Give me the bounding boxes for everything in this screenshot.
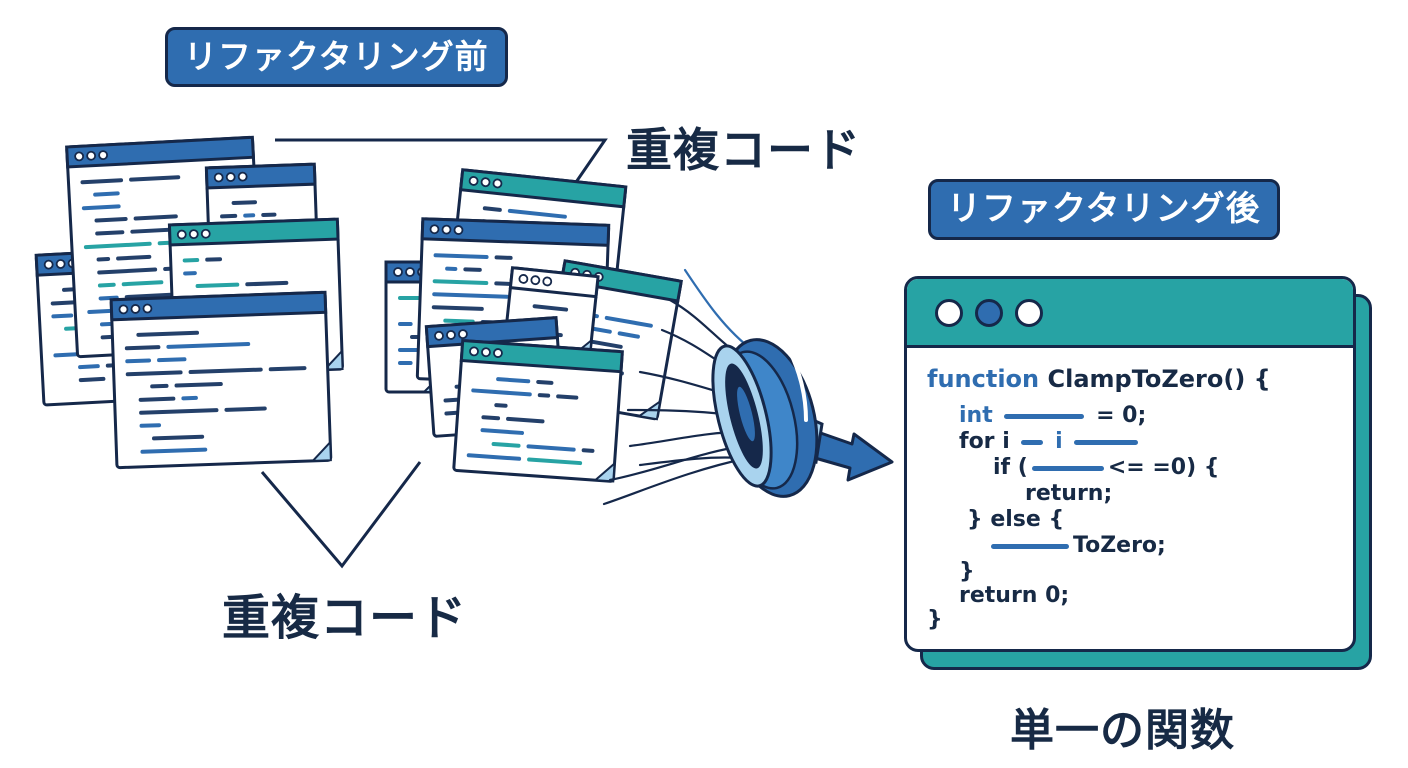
keyword-int: int (959, 403, 993, 428)
function-signature: ClampToZero() { (1047, 365, 1271, 393)
code-blank (1074, 439, 1139, 445)
keyword-function: function (927, 365, 1040, 393)
code-text: for i (959, 429, 1010, 454)
code-line-9: return 0; (959, 583, 1070, 608)
code-line-5: return; (1025, 481, 1113, 506)
duplicate-code-label-bottom: 重複コード (222, 590, 468, 646)
code-line-4: if ( <= =0) { (993, 457, 1219, 479)
code-text: = 0; (1096, 403, 1147, 428)
before-refactoring-label: リファクタリング前 (165, 27, 508, 87)
code-line-7: ToZero; (991, 535, 1166, 557)
duplicate-code-label-top: 重複コード (626, 123, 861, 177)
funnel-icon (711, 338, 894, 498)
code-line-1: function ClampToZero() { (927, 367, 1271, 391)
code-text: <= =0) { (1107, 455, 1220, 480)
connector-bottom (260, 461, 422, 569)
code-window-mid-7 (452, 338, 624, 483)
code-line-3: for i i (959, 431, 1142, 453)
window-dots-icon (935, 299, 963, 327)
code-blank (991, 543, 1069, 549)
connector-lines (260, 138, 608, 569)
window-dot-white (1015, 299, 1043, 327)
connector-top (275, 138, 608, 189)
refactored-code-window: function ClampToZero() { int = 0; for i … (904, 276, 1356, 652)
window-dot-blue (975, 299, 1003, 327)
code-window-left-5 (109, 290, 333, 470)
after-refactoring-label: リファクタリング後 (928, 179, 1280, 240)
code-blank (1004, 413, 1085, 419)
code-stack-left (34, 135, 344, 470)
code-line-2: int = 0; (959, 405, 1146, 427)
code-text: if ( (993, 455, 1028, 480)
code-line-8: } (959, 559, 975, 584)
code-stack-middle (384, 168, 683, 483)
code-text: ToZero; (1073, 533, 1166, 558)
single-function-label: 単一の関数 (1010, 705, 1235, 756)
code-blank (1021, 439, 1044, 445)
code-text: i (1055, 429, 1063, 454)
window-title-bar (907, 279, 1353, 348)
code-line-6: } else { (967, 507, 1065, 532)
code-line-10: } (927, 607, 943, 632)
code-blank (1031, 465, 1104, 471)
